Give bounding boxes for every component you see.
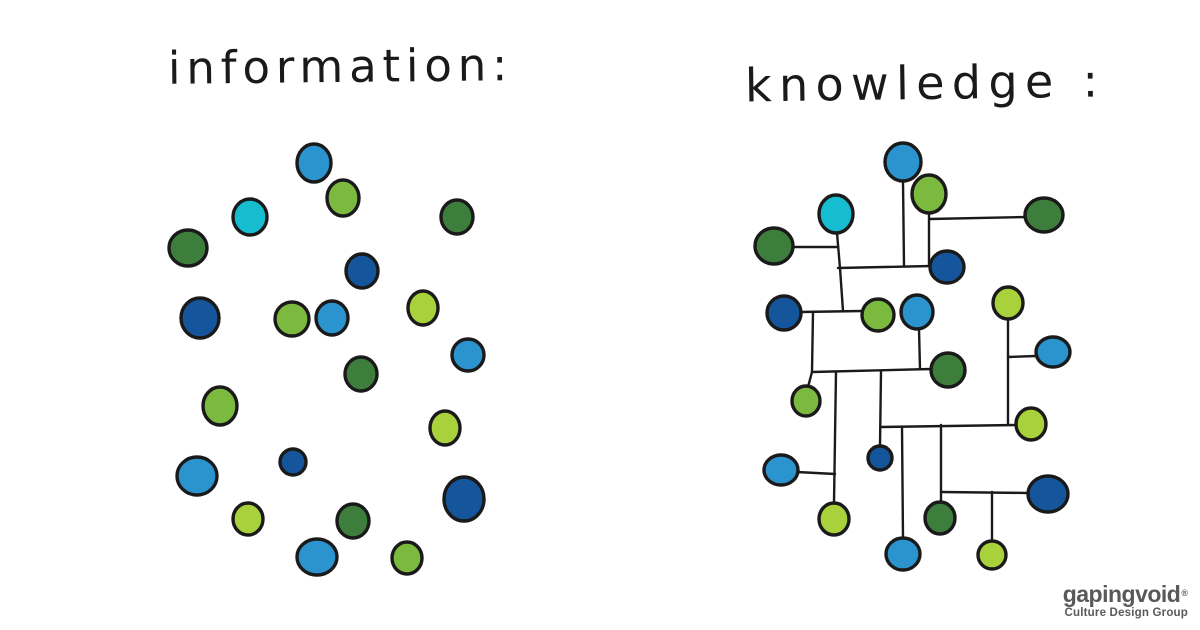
knowledge-edge: [900, 425, 905, 540]
knowledge-dot: [866, 444, 894, 472]
information-dot: [344, 252, 380, 290]
knowledge-dot: [817, 501, 851, 537]
information-dot: [278, 447, 308, 477]
knowledge-edge-group: [790, 179, 1038, 543]
information-dot: [231, 197, 269, 237]
knowledge-edge: [917, 327, 922, 371]
knowledge-dot: [860, 297, 896, 333]
information-dot: [390, 540, 424, 576]
information-dot: [450, 337, 486, 373]
knowledge-edge: [928, 215, 1029, 221]
information-dot: [175, 455, 219, 497]
gapingvoid-logo: gapingvoid® Culture Design Group: [1062, 581, 1188, 620]
knowledge-dot: [753, 226, 795, 266]
knowledge-dot-group: [753, 141, 1072, 572]
information-dot-group: [167, 142, 486, 577]
information-dot: [273, 300, 311, 338]
information-dot: [314, 299, 350, 337]
information-dot: [231, 501, 265, 537]
knowledge-dot: [899, 293, 935, 331]
information-dot: [335, 502, 371, 540]
information-dot: [179, 296, 221, 340]
knowledge-dot: [1034, 335, 1072, 369]
logo-brand-text: gapingvoid: [1062, 581, 1181, 608]
information-dot: [406, 289, 440, 327]
knowledge-edge: [901, 179, 906, 268]
knowledge-dot: [762, 453, 800, 487]
knowledge-edge: [806, 370, 814, 389]
information-dot: [325, 178, 361, 218]
knowledge-dot: [923, 500, 957, 536]
registered-trademark-icon: ®: [1181, 587, 1188, 598]
information-dot: [439, 198, 475, 236]
information-dot: [295, 537, 339, 577]
knowledge-dot: [1026, 474, 1070, 514]
knowledge-dot: [928, 249, 966, 285]
knowledge-dot: [790, 384, 822, 418]
knowledge-dot: [976, 539, 1008, 571]
knowledge-edge: [939, 490, 1030, 495]
knowledge-dot: [817, 193, 855, 235]
knowledge-edge: [810, 310, 815, 374]
knowledge-dot: [1023, 196, 1065, 234]
knowledge-dot: [929, 351, 967, 389]
knowledge-dot: [765, 294, 803, 332]
logo-tagline: Culture Design Group: [1064, 607, 1188, 620]
knowledge-dot: [910, 173, 948, 215]
information-dot: [201, 385, 239, 427]
information-dot: [428, 409, 462, 447]
knowledge-edge: [795, 470, 837, 476]
knowledge-edge: [810, 367, 933, 374]
knowledge-dot: [883, 141, 923, 183]
knowledge-dot: [1014, 406, 1048, 442]
knowledge-edge: [836, 264, 933, 270]
knowledge-edge: [878, 370, 883, 448]
knowledge-edge: [879, 423, 1018, 429]
knowledge-edge: [832, 370, 838, 505]
knowledge-dot: [884, 536, 922, 572]
information-dot: [343, 355, 379, 393]
information-dot: [295, 142, 333, 184]
information-dot: [442, 475, 486, 523]
information-dot: [167, 228, 209, 268]
knowledge-edge: [1006, 354, 1038, 359]
knowledge-edge: [798, 309, 864, 314]
knowledge-dot: [991, 285, 1025, 321]
knowledge-edge: [835, 231, 845, 313]
